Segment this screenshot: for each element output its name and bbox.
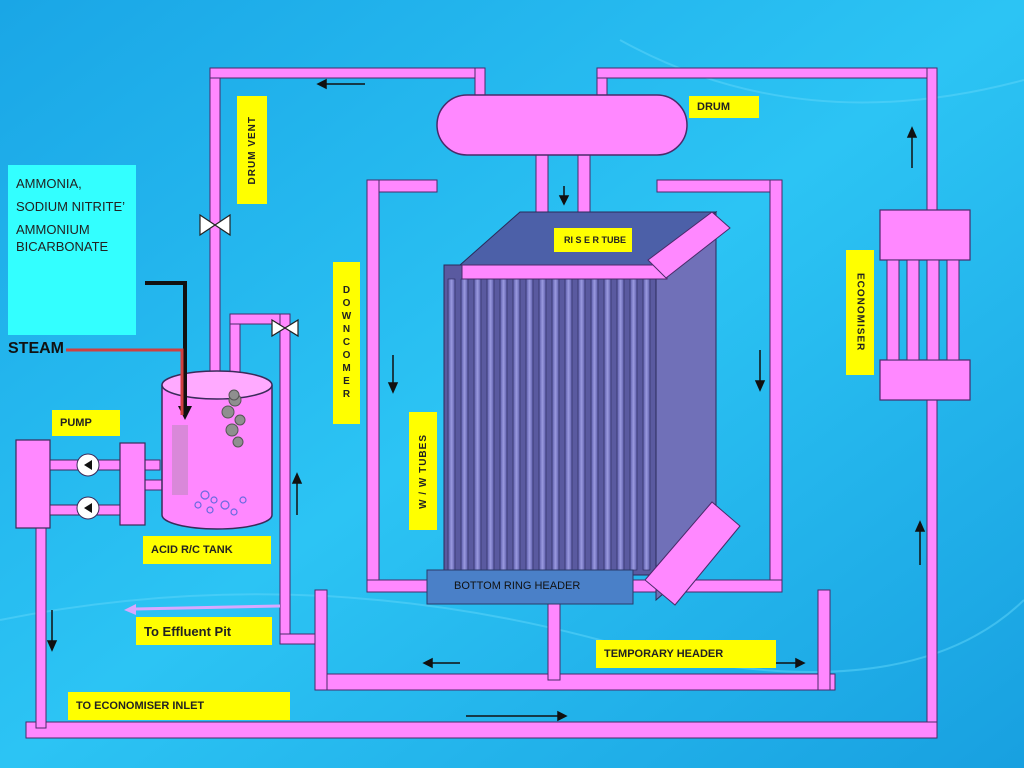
ww-tube [603,278,612,571]
ww-tube [590,278,599,571]
effluent-pipe-join [279,633,321,645]
economiser-top-header [879,209,971,261]
ww-tube [473,278,482,571]
temporary-header-right-riser [817,589,831,691]
ww-tube [642,278,651,571]
acid-tank [161,370,273,530]
pump-casing [15,439,51,529]
pump-block [119,442,146,526]
bottom-header-drop [547,599,561,681]
drum-stub-right [577,149,591,216]
bottom-ring-header-label: BOTTOM RING HEADER [454,580,581,592]
economiser-tube [906,259,920,361]
chemical-sodium-nitrite: SODIUM NITRITE’ [16,199,126,214]
pump-arrow-1 [84,460,92,470]
drum-vent-label: DRUM VENT [237,96,267,204]
downcomer-right [769,179,783,593]
steam-plume [172,425,188,495]
bottom-ring-header [426,569,634,605]
foam-bubbles [221,389,246,448]
ww-tube [564,278,573,571]
drum-vent-valve [199,213,231,237]
return-line-valve [271,318,299,338]
economiser-bottom-header [879,359,971,401]
economiser-tube [926,259,940,361]
steam-label: STEAM [8,340,64,357]
pump-label: PUMP [52,410,120,436]
ww-tube [616,278,625,571]
ww-tube [577,278,586,571]
economiser-inlet-label: TO ECONOMISER INLET [68,692,290,720]
riser-diagonal-top [647,211,731,279]
effluent-line [134,604,281,611]
economiser-label: ECONOMISER [846,250,874,375]
pump [15,439,146,529]
water-wall-tubes [426,210,741,606]
ww-tube [460,278,469,571]
downcomer-label: DOWNCOMER [333,262,360,424]
ww-tube [486,278,495,571]
drum-vent-pipe-top [209,67,486,79]
bg-swirl-2 [619,39,1024,104]
drum-stub-left [535,149,549,221]
downcomer-right-top [656,179,783,193]
ww-tube [447,278,456,571]
economiser-top-pipe [596,67,938,79]
ww-tubes-label: W / W TUBES [409,412,437,530]
acid-tank-label: ACID R/C TANK [143,536,271,564]
riser-diagonal-bottom [644,501,741,606]
steam-line [66,348,184,415]
drum-vent-pipe-vertical [209,67,221,374]
economiser-right-pipe-upper [926,67,938,221]
effluent-pipe-down [279,313,291,645]
riser-tube-label: RI S E R TUBE [554,228,632,252]
chemicals-label-box: AMMONIA, SODIUM NITRITE’ AMMONIUM BICARB… [8,165,136,335]
economiser-bundle [879,209,971,401]
economiser-tube [946,259,960,361]
steam-drum [436,94,688,156]
tank-top [161,370,273,400]
temporary-header-label: TEMPORARY HEADER [596,640,776,668]
effluent-pit-label: To Effluent Pit [136,617,272,645]
bg-swirl [0,593,1024,673]
liquid-bubbles [194,490,247,516]
ww-tube [538,278,547,571]
pump-arrow-2 [84,503,92,513]
ww-tube [551,278,560,571]
temporary-header-pipe [314,673,836,691]
economiser-tube [886,259,900,361]
chemical-ammonium-bicarbonate: AMMONIUM BICARBONATE [16,222,109,254]
temporary-header-left-riser [314,589,328,691]
chemical-ammonia: AMMONIA, [16,176,82,191]
effluent-arrow [124,604,136,615]
ww-tube [629,278,638,571]
chemical-feed-line [145,281,187,410]
top-ring-header [461,264,668,280]
drum-label: DRUM [689,96,759,118]
ww-tube [525,278,534,571]
ww-tube [499,278,508,571]
downcomer-left [366,179,380,593]
valves [199,213,299,338]
economiser-inlet-pipe [25,721,938,739]
economiser-right-pipe-lower [926,389,938,731]
ww-tube [512,278,521,571]
flow-arrows [46,78,926,722]
